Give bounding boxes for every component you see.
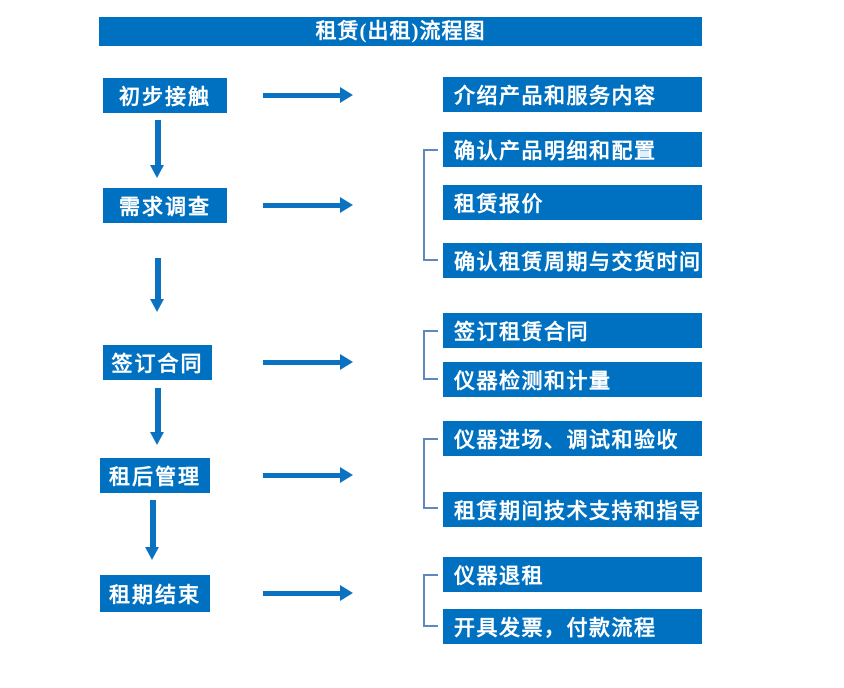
step-box-demand-survey: 需求调查 (103, 188, 227, 223)
step-box-post-rental-management: 租后管理 (100, 458, 210, 493)
bracket-group-rental-end (423, 574, 438, 627)
page-title: 租赁(出租)流程图 (315, 19, 486, 43)
detail-box-introduce-products: 介绍产品和服务内容 (443, 77, 702, 112)
arrow-right-icon-1 (263, 87, 353, 103)
detail-box-instrument-testing: 仪器检测和计量 (443, 362, 702, 397)
bracket-group-demand-survey (423, 149, 438, 261)
detail-box-invoice-payment: 开具发票，付款流程 (443, 609, 702, 644)
detail-box-instrument-setup: 仪器进场、调试和验收 (443, 421, 702, 456)
arrow-down-icon-1 (150, 120, 165, 178)
title-bar: 租赁(出租)流程图 (99, 17, 702, 46)
arrow-right-icon-3 (263, 354, 353, 370)
detail-box-confirm-rental-period: 确认租赁周期与交货时间 (443, 243, 702, 278)
detail-box-confirm-product-details: 确认产品明细和配置 (443, 132, 702, 167)
bracket-group-sign-contract (423, 330, 438, 380)
detail-box-rental-quotation: 租赁报价 (443, 185, 702, 220)
bracket-group-post-rental (423, 438, 438, 509)
step-box-sign-contract: 签订合同 (103, 345, 212, 380)
arrow-right-icon-5 (263, 585, 353, 601)
arrow-down-icon-2 (150, 258, 165, 312)
detail-box-technical-support: 租赁期间技术支持和指导 (443, 492, 702, 527)
detail-box-instrument-return: 仪器退租 (443, 557, 702, 592)
detail-box-sign-rental-contract: 签订租赁合同 (443, 313, 702, 348)
arrow-right-icon-2 (263, 197, 353, 213)
arrow-down-icon-3 (150, 388, 165, 445)
step-box-initial-contact: 初步接触 (103, 78, 227, 113)
arrow-right-icon-4 (263, 467, 353, 483)
step-box-rental-end: 租期结束 (100, 575, 210, 612)
arrow-down-icon-4 (145, 500, 160, 560)
